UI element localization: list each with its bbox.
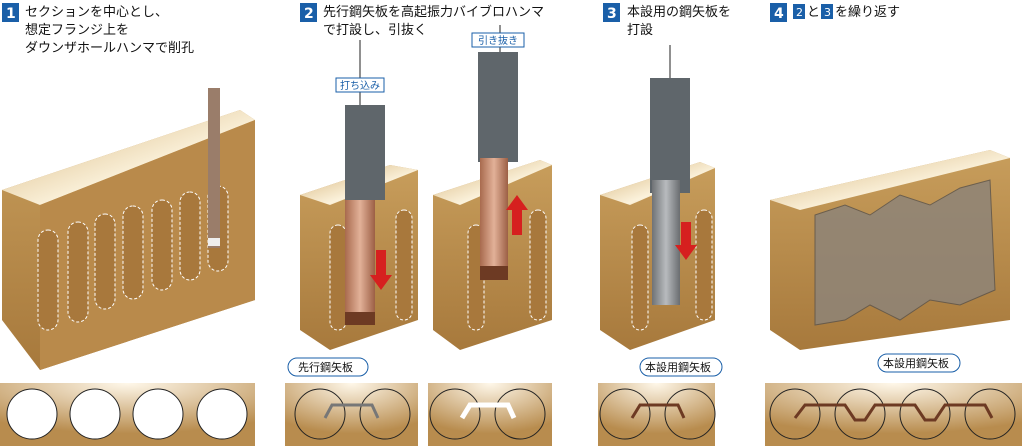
leading-sheet-pile-a xyxy=(345,200,375,325)
step-2-line-2: で打設し、引抜く xyxy=(323,22,427,38)
step-1-line-1: セクションを中心とし、 xyxy=(25,5,168,20)
step-2-number: 2 xyxy=(304,6,314,22)
soil-block-1 xyxy=(2,110,255,370)
leading-sheet-pile-b xyxy=(480,158,508,280)
step-4-ref-a: 2 xyxy=(796,6,803,19)
vibro-hammer-b xyxy=(478,52,518,162)
step-3-line-2: 打設 xyxy=(627,22,653,38)
down-arrow-icon xyxy=(675,222,697,260)
step-2: 2 先行鋼矢板を高起振力バイブロハンマ で打設し、引抜く 打ち込み 先行鋼矢板 … xyxy=(285,3,552,446)
down-arrow-icon xyxy=(370,250,392,290)
step-3-number: 3 xyxy=(607,6,617,22)
step-3-line-1: 本設用の鋼矢板を xyxy=(627,4,731,20)
permanent-sheet-pile-3 xyxy=(652,180,680,305)
permanent-sheet-pile-label-4: 本設用鋼矢板 xyxy=(883,356,949,370)
step-4-ref-b: 3 xyxy=(824,6,831,19)
step-1-number: 1 xyxy=(6,6,16,22)
vibro-hammer-a xyxy=(345,105,385,200)
step-4-text: を繰り返す xyxy=(835,5,900,20)
down-the-hole-hammer xyxy=(208,88,220,248)
step-2-line-1: 先行鋼矢板を高起振力バイブロハンマ xyxy=(323,4,544,20)
permanent-sheet-pile-wall xyxy=(814,179,996,326)
permanent-sheet-pile-label-3: 本設用鋼矢板 xyxy=(645,360,711,374)
drive-in-label: 打ち込み xyxy=(340,79,380,92)
step-4: 4 2 と 3 を繰り返す 本設用鋼矢板 xyxy=(765,3,1022,446)
step-1-line-2: 想定フランジ上を xyxy=(25,22,129,38)
step-1-line-3: ダウンザホールハンマで削孔 xyxy=(25,41,194,56)
step-4-number: 4 xyxy=(774,6,784,22)
step-4-connector: と xyxy=(807,5,820,20)
step-1: 1 セクションを中心とし、 想定フランジ上を ダウンザホールハンマで削孔 xyxy=(0,3,255,446)
vibro-hammer-3 xyxy=(650,78,690,193)
leading-sheet-pile-label: 先行鋼矢板 xyxy=(298,360,353,374)
step-3: 3 本設用の鋼矢板を 打設 本設用鋼矢板 xyxy=(598,3,731,446)
step-1-badge xyxy=(2,3,19,22)
up-arrow-icon xyxy=(506,195,528,235)
pull-out-label: 引き抜き xyxy=(478,34,518,47)
